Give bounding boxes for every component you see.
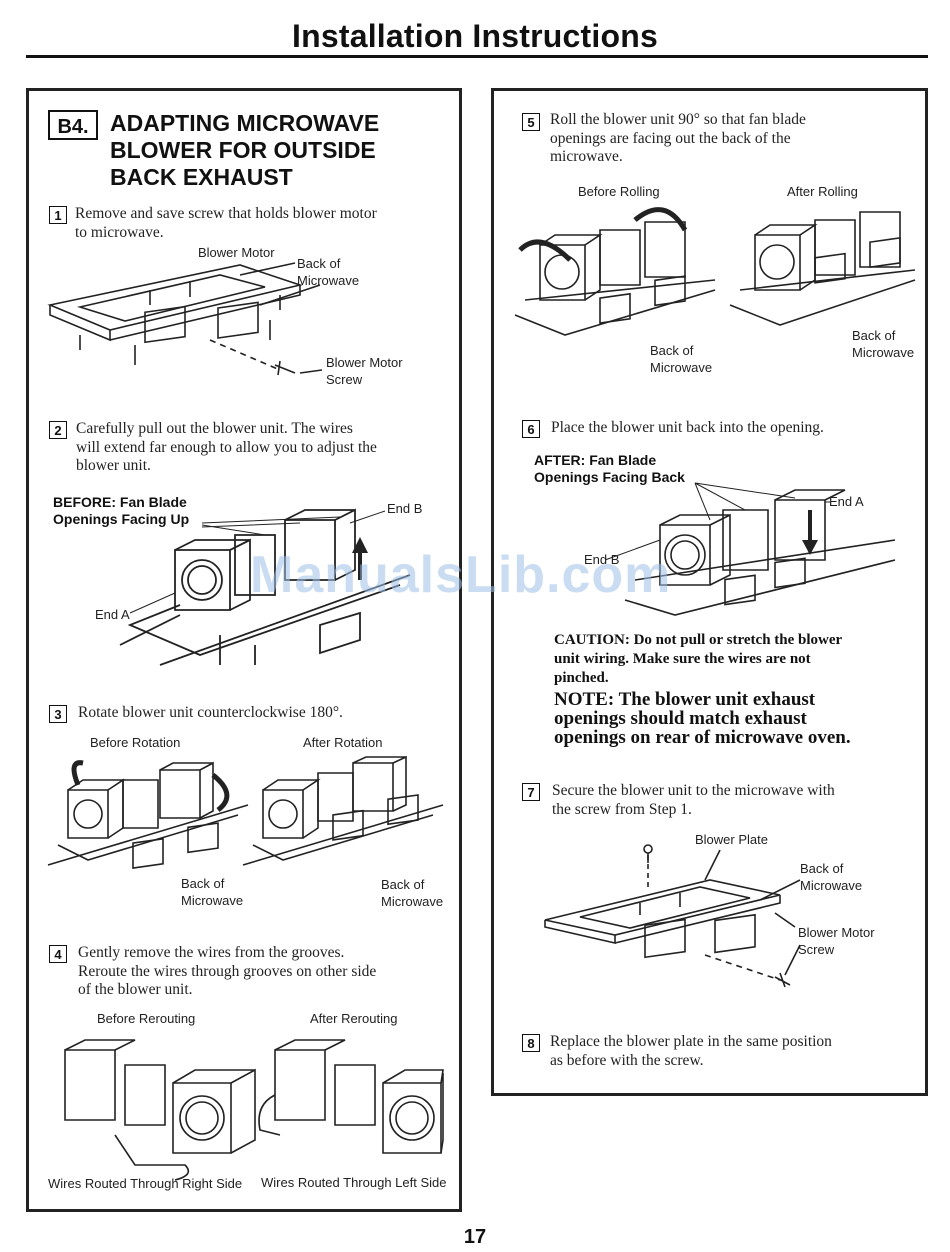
label-after-fan-2: Openings Facing Back xyxy=(534,469,685,485)
label-back-of: Back of xyxy=(852,328,896,343)
label-wires-left: Wires Routed Through Left Side xyxy=(261,1175,447,1190)
label-screw: Screw xyxy=(798,942,835,957)
note-text: NOTE: The blower unit exhaust openings s… xyxy=(554,690,924,747)
step-number: 3 xyxy=(49,705,67,723)
rolling-figure xyxy=(515,200,920,350)
placement-figure xyxy=(615,480,915,625)
step-line: Place the blower unit back into the open… xyxy=(551,419,824,436)
step-line: to microwave. xyxy=(75,223,164,241)
step-line: openings are facing out the back of the xyxy=(550,129,791,147)
step-5-text: Roll the blower unit 90° so that fan bla… xyxy=(550,111,910,167)
step-number: 1 xyxy=(49,206,67,224)
left-panel xyxy=(26,88,462,1212)
label-blower-motor: Blower Motor xyxy=(798,925,875,940)
label-end-a: End A xyxy=(95,607,130,622)
label-end-b: End B xyxy=(387,501,423,516)
label-before-fan-2: Openings Facing Up xyxy=(53,511,190,527)
step-line: the screw from Step 1. xyxy=(552,800,692,818)
section-badge: B4. xyxy=(48,110,98,140)
step-line: Remove and save screw that holds blower … xyxy=(75,205,377,222)
step-7-text: Secure the blower unit to the microwave … xyxy=(552,782,912,819)
caution-line: pinched. xyxy=(554,670,609,686)
section-title-line: BACK EXHAUST xyxy=(110,164,293,190)
step-6-text: Place the blower unit back into the open… xyxy=(551,419,911,438)
label-back-of: Back of xyxy=(381,877,425,892)
label-back-of: Back of xyxy=(181,876,225,891)
step-line: Carefully pull out the blower unit. The … xyxy=(76,420,353,437)
note-line: openings on rear of microwave oven. xyxy=(554,727,851,748)
step-line: Roll the blower unit 90° so that fan bla… xyxy=(550,111,806,128)
title-divider xyxy=(26,55,928,58)
right-panel xyxy=(491,88,928,1096)
step-number: 8 xyxy=(522,1034,540,1052)
step-line: blower unit. xyxy=(76,457,151,474)
step-line: Secure the blower unit to the microwave … xyxy=(552,782,835,799)
label-after-fan-1: AFTER: Fan Blade xyxy=(534,452,657,468)
label-microwave: Microwave xyxy=(852,345,915,360)
section-title-line: BLOWER FOR OUTSIDE xyxy=(110,137,376,163)
rotation-figure xyxy=(48,755,438,895)
label-microwave: Microwave xyxy=(297,273,360,288)
label-after-rotation: After Rotation xyxy=(303,735,383,750)
step-line: Gently remove the wires from the grooves… xyxy=(78,944,345,961)
note-line: NOTE: The blower unit exhaust xyxy=(554,689,816,710)
step-number: 4 xyxy=(49,945,67,963)
label-screw: Screw xyxy=(326,372,363,387)
rerouting-figure xyxy=(55,1035,445,1170)
label-microwave: Microwave xyxy=(181,893,244,908)
label-end-b: End B xyxy=(584,552,620,567)
label-before-fan-1: BEFORE: Fan Blade xyxy=(53,494,187,510)
label-after-rerouting: After Rerouting xyxy=(310,1011,398,1026)
section-title: ADAPTING MICROWAVE BLOWER FOR OUTSIDE BA… xyxy=(110,110,440,191)
label-back-of: Back of xyxy=(800,861,844,876)
page-number: 17 xyxy=(463,1226,487,1248)
step-8-text: Replace the blower plate in the same pos… xyxy=(550,1033,910,1070)
label-before-rolling: Before Rolling xyxy=(578,184,660,199)
step-number: 6 xyxy=(522,420,540,438)
step-line: microwave. xyxy=(550,148,623,165)
step-4-text: Gently remove the wires from the grooves… xyxy=(78,944,448,1000)
caution-line: CAUTION: Do not pull or stretch the blow… xyxy=(554,632,843,648)
label-blower-motor-screw: Blower Motor xyxy=(326,355,403,370)
label-microwave: Microwave xyxy=(650,360,713,375)
step-line: of the blower unit. xyxy=(78,981,193,998)
page-title: Installation Instructions xyxy=(292,18,658,54)
blower-motor-figure xyxy=(40,245,440,395)
note-line: openings should match exhaust xyxy=(554,708,807,729)
watermark: ManualsLib.com xyxy=(250,546,672,604)
section-title-line: ADAPTING MICROWAVE xyxy=(110,110,380,136)
label-before-rotation: Before Rotation xyxy=(90,735,181,750)
label-blower-plate: Blower Plate xyxy=(695,832,768,847)
step-3-text: Rotate blower unit counterclockwise 180°… xyxy=(78,704,438,723)
label-wires-right: Wires Routed Through Right Side xyxy=(48,1176,243,1191)
label-microwave: Microwave xyxy=(381,894,444,909)
step-2-text: Carefully pull out the blower unit. The … xyxy=(76,420,446,476)
step-number: 7 xyxy=(522,783,540,801)
step-line: Replace the blower plate in the same pos… xyxy=(550,1033,832,1050)
label-before-rerouting: Before Rerouting xyxy=(97,1011,196,1026)
label-back-of: Back of xyxy=(297,256,341,271)
label-after-rolling: After Rolling xyxy=(787,184,858,199)
caution-line: unit wiring. Make sure the wires are not xyxy=(554,651,811,667)
label-end-a: End A xyxy=(829,494,864,509)
label-microwave: Microwave xyxy=(800,878,863,893)
step-1-text: Remove and save screw that holds blower … xyxy=(75,205,445,242)
step-number: 2 xyxy=(49,421,67,439)
step-line: Rotate blower unit counterclockwise 180°… xyxy=(78,704,343,721)
label-back-of: Back of xyxy=(650,343,694,358)
caution-text: CAUTION: Do not pull or stretch the blow… xyxy=(554,631,914,688)
blower-unit-pull-figure xyxy=(120,495,420,670)
step-number: 5 xyxy=(522,113,540,131)
blower-plate-figure xyxy=(540,835,840,990)
step-line: will extend far enough to allow you to a… xyxy=(76,438,377,456)
step-line: as before with the screw. xyxy=(550,1051,704,1069)
step-line: Reroute the wires through grooves on oth… xyxy=(78,962,377,980)
label-blower-motor: Blower Motor xyxy=(198,245,275,260)
